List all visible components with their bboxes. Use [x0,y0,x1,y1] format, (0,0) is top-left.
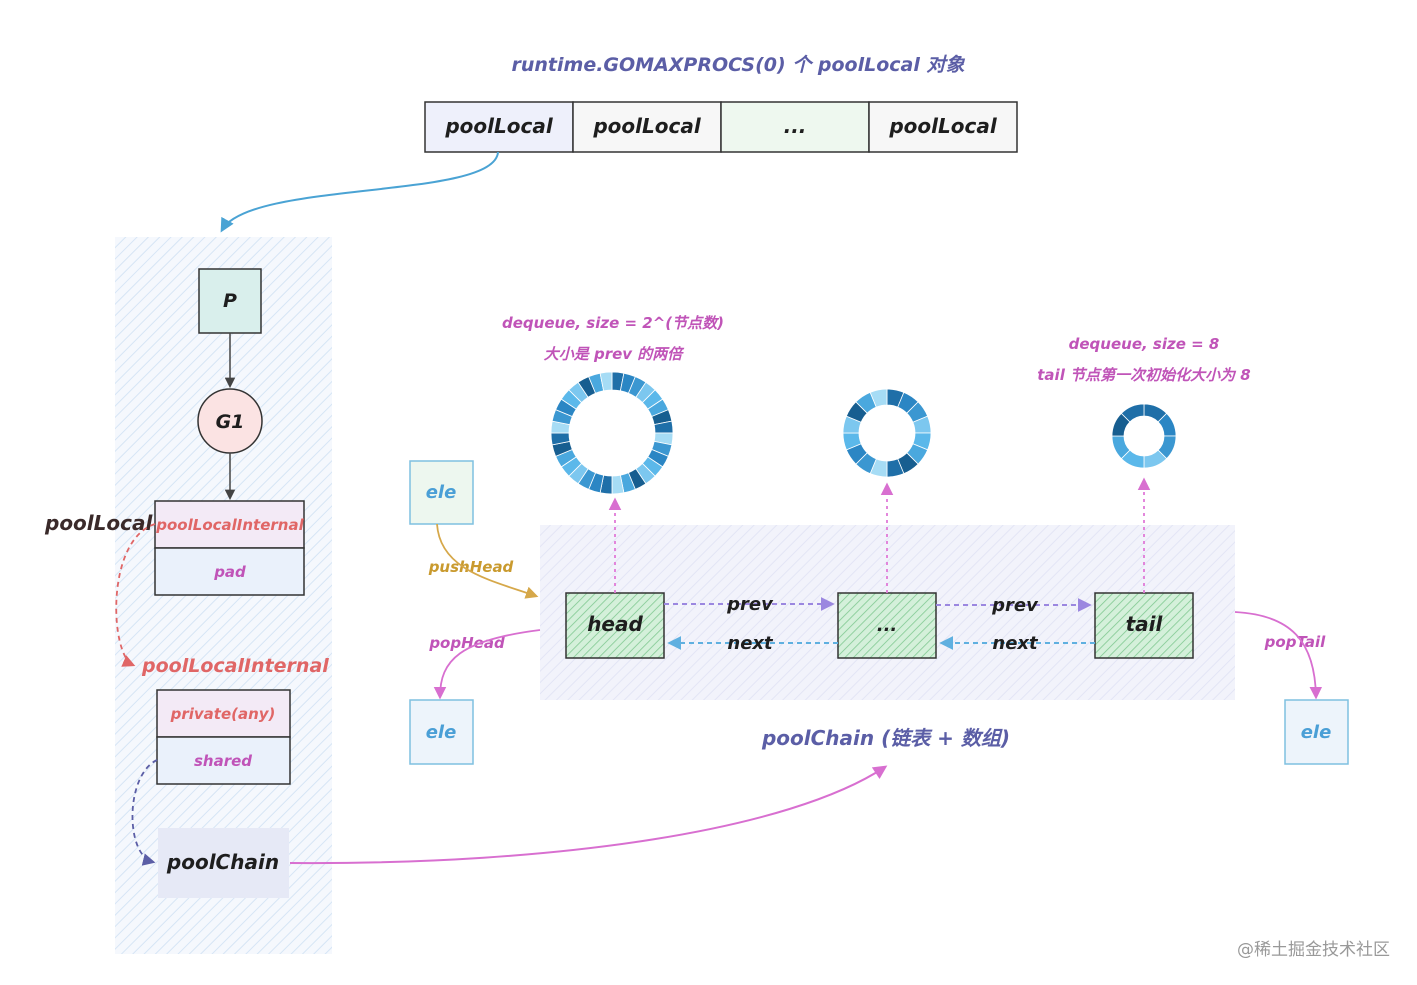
chain-node-middle [837,592,937,659]
watermark: @稀土掘金技术社区 [1237,940,1390,960]
pool-local-side-label: poolLocal [44,511,153,535]
top-title: runtime.GOMAXPROCS(0) 个 poolLocal 对象 [512,54,966,76]
push-head-label: pushHead [428,558,514,576]
internal-field-shared [156,736,291,785]
ring-middle-segment [869,388,888,408]
ring-tail-segment [1120,403,1145,423]
ele-box-poptail [1284,699,1349,765]
prev-label-2: prev [991,595,1039,616]
internal-field-private [156,689,291,738]
ele-box-poptail-label: ele [1301,722,1332,743]
head-note-line1: dequeue, size = 2^(节点数) [502,314,724,332]
ele-box-push-label: ele [426,482,457,503]
push-head-arrow [436,523,539,599]
tail-note-line2: tail 节点第一次初始化大小为 8 [1037,366,1250,384]
to-internal-arrow [115,523,156,667]
head-note-line2: 大小是 prev 的两倍 [544,345,686,363]
g-label: G1 [216,411,245,433]
pop-head-arrow [433,629,541,700]
array-to-panel-arrow [220,151,499,233]
ele-box-push [409,460,474,525]
pool-local-field-pad-label: pad [213,563,246,581]
pool-chain-label: poolChain [166,850,279,874]
pool-local-internal-title: poolLocalInternal [141,655,329,677]
chain-node-tail-label: tail [1126,612,1164,636]
chain-node-tail [1094,592,1194,659]
next-label-1: next [727,633,774,654]
internal-field-shared-label: shared [194,752,252,770]
prev-label-1: prev [726,594,774,615]
pool-local-field-pad [154,547,305,596]
pop-tail-arrow [1234,611,1323,700]
pop-tail-label: popTail [1264,633,1326,651]
array-cell-4 [868,101,1018,153]
ring-buffer-middle [842,388,932,478]
ele-box-pophead-label: ele [426,722,457,743]
pool-local-field-internal-label: poolLocalInternal [155,516,304,534]
chain-node-head-label: head [587,612,643,636]
poolchain-to-chain-arrow [289,765,888,865]
ring-buffer-head [550,371,674,495]
pool-local-array: poolLocal poolLocal ... poolLocal [424,101,1018,153]
pop-head-label: popHead [428,634,505,652]
array-cell-3 [720,101,870,153]
array-cell-2-label: poolLocal [592,114,701,138]
ring-buffer-tail [1111,403,1177,469]
ele-box-pophead [409,699,474,765]
ring-head-segment [599,371,613,392]
chain-node-middle-label: ... [877,615,898,636]
array-cell-1-label: poolLocal [444,114,553,138]
tail-note-line1: dequeue, size = 8 [1069,335,1220,353]
internal-field-private-label: private(any) [170,705,276,723]
p-label: P [223,290,237,312]
array-cell-3-label: ... [784,114,807,138]
array-cell-2 [572,101,722,153]
next-label-2: next [992,633,1039,654]
pool-chain-box [158,828,289,898]
chain-caption: poolChain (链表 + 数组) [761,726,1010,750]
array-cell-4-label: poolLocal [888,114,997,138]
to-poolchain-arrow [131,759,158,866]
array-cell-1 [424,101,574,153]
pool-local-field-internal [154,500,305,549]
chain-node-head [565,592,665,659]
